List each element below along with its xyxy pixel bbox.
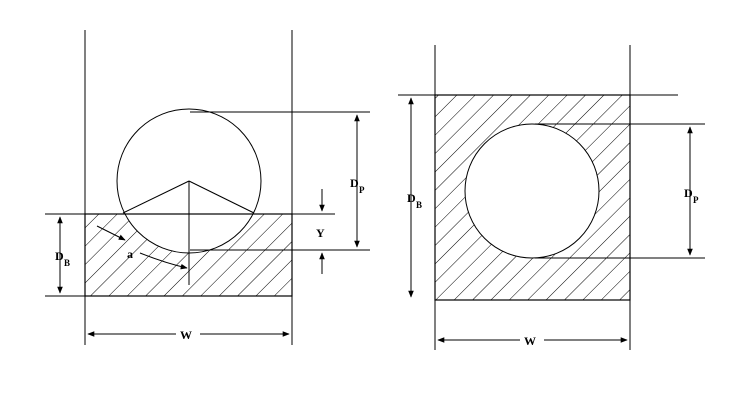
- right-dp-sub: P: [693, 195, 699, 205]
- right-dp-label: D: [684, 186, 693, 200]
- right-figure: D P D B W: [398, 45, 705, 350]
- right-w-label-bg: [520, 332, 544, 347]
- left-w-label-bg: [176, 326, 200, 341]
- left-db-label: D: [55, 249, 64, 263]
- label-a: a: [127, 247, 133, 261]
- y-label: Y: [316, 226, 325, 240]
- right-w-label: W: [524, 334, 536, 348]
- left-radius-right: [188, 180, 255, 214]
- right-pipe-fill: [465, 124, 599, 258]
- right-db-sub: B: [416, 200, 422, 210]
- angle-a-arc: [139, 252, 188, 270]
- left-db-sub: B: [64, 258, 70, 268]
- left-w-label: W: [180, 328, 192, 342]
- left-dp-sub: P: [359, 185, 365, 195]
- angle-a-leader: [96, 225, 126, 241]
- left-radius-left: [122, 180, 190, 214]
- right-pipe-circle: [464, 123, 600, 259]
- left-dp-label: D: [350, 176, 359, 190]
- left-figure: a D P Y D B W: [45, 30, 370, 345]
- right-db-label: D: [407, 191, 416, 205]
